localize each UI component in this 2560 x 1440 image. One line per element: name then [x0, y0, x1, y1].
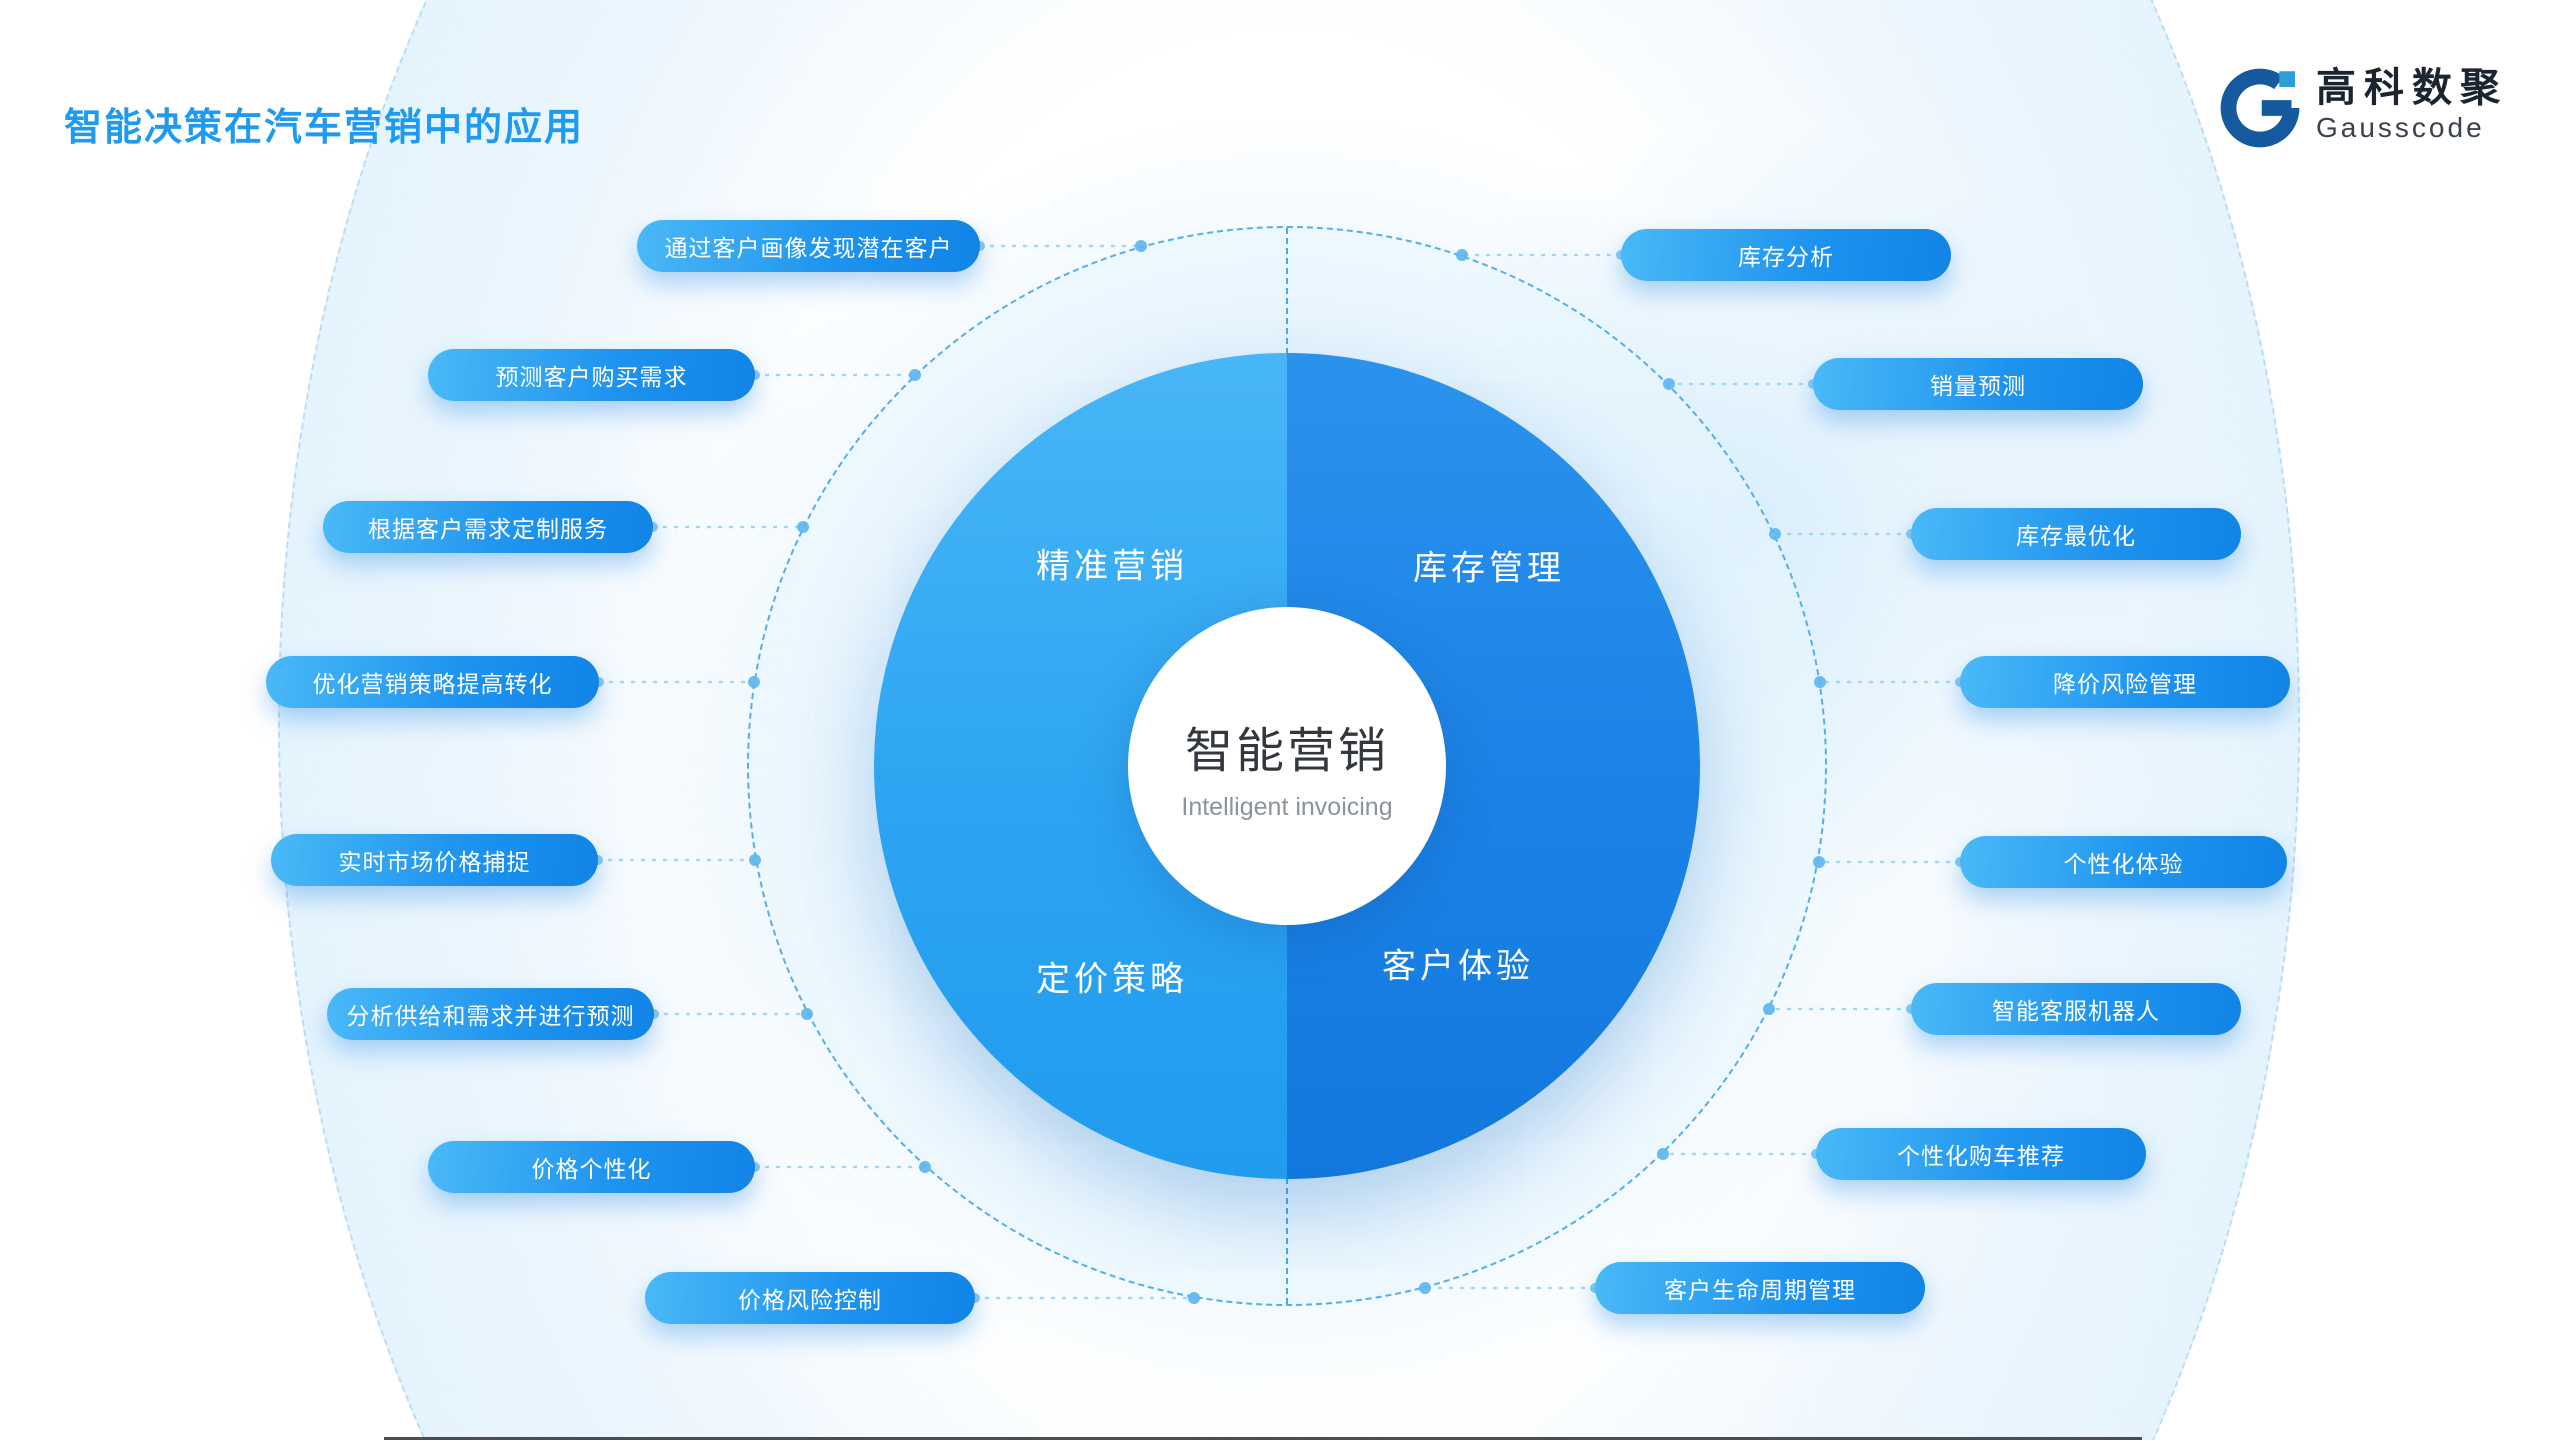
center-subtitle: Intelligent invoicing: [1181, 792, 1393, 821]
logo-icon: [2218, 66, 2302, 150]
bottom-edge-line: [384, 1437, 2142, 1440]
logo: 高科数聚 Gausscode: [2218, 66, 2508, 150]
feature-pill: 个性化体验: [1960, 836, 2287, 888]
logo-name: 高科数聚: [2316, 66, 2508, 110]
page-title: 智能决策在汽车营销中的应用: [64, 107, 585, 149]
feature-pill: 降价风险管理: [1960, 656, 2290, 708]
feature-pill: 优化营销策略提高转化: [266, 656, 599, 708]
feature-pill: 预测客户购买需求: [428, 349, 755, 401]
feature-pill: 价格风险控制: [645, 1272, 975, 1324]
quadrant-label-pricing-strategy: 定价策略: [1036, 960, 1188, 999]
feature-pill: 库存最优化: [1911, 508, 2241, 560]
feature-pill: 智能客服机器人: [1911, 983, 2241, 1035]
logo-text: 高科数聚 Gausscode: [2316, 66, 2508, 144]
feature-pill: 分析供给和需求并进行预测: [327, 988, 654, 1040]
center-hub: 智能营销 Intelligent invoicing: [1128, 607, 1446, 925]
feature-pill: 实时市场价格捕捉: [271, 834, 598, 886]
feature-pill: 库存分析: [1621, 229, 1951, 281]
feature-pill: 通过客户画像发现潜在客户: [637, 220, 980, 272]
main-circle: [874, 353, 1700, 1179]
quadrant-label-inventory-management: 库存管理: [1413, 549, 1565, 588]
center-title: 智能营销: [1184, 724, 1389, 778]
feature-pill: 销量预测: [1813, 358, 2143, 410]
feature-pill: 个性化购车推荐: [1816, 1128, 2146, 1180]
logo-subtitle: Gausscode: [2316, 112, 2485, 143]
quadrant-label-precision-marketing: 精准营销: [1036, 547, 1188, 586]
feature-pill: 客户生命周期管理: [1595, 1262, 1925, 1314]
feature-pill: 根据客户需求定制服务: [323, 501, 653, 553]
quadrant-label-customer-experience: 客户体验: [1382, 947, 1534, 986]
feature-pill: 价格个性化: [428, 1141, 755, 1193]
